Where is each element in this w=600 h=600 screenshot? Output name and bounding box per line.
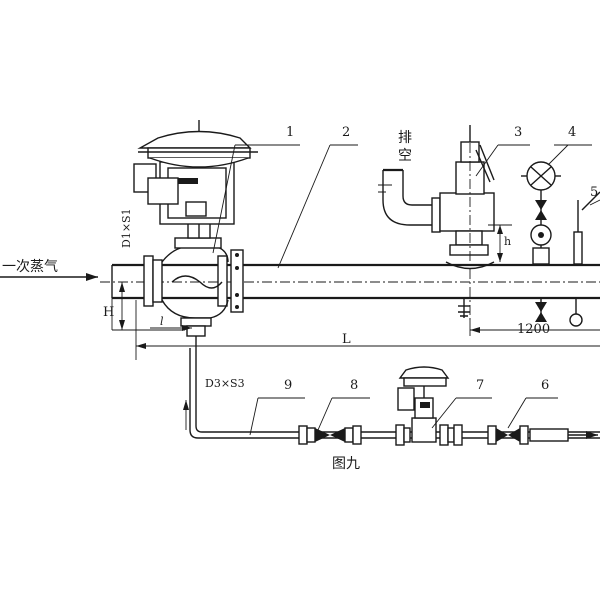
valve-6 bbox=[487, 425, 598, 445]
dim-H-lines bbox=[111, 282, 185, 331]
dim-L: L bbox=[342, 332, 351, 347]
part-number-7: 7 bbox=[476, 378, 484, 393]
fittings-branch bbox=[395, 424, 463, 446]
dim-l: l bbox=[160, 315, 164, 328]
inlet-arrow bbox=[0, 273, 98, 281]
part-number-9: 9 bbox=[284, 378, 292, 393]
inlet-label: 一次蒸气 bbox=[2, 259, 58, 275]
dim-d3s3: D3×S3 bbox=[205, 377, 245, 390]
thermometer-5 bbox=[569, 191, 600, 327]
part-number-2: 2 bbox=[342, 125, 350, 140]
exhaust-label-1: 排 bbox=[398, 130, 412, 146]
part-number-5: 5 bbox=[590, 185, 598, 200]
exhaust-label-2: 空 bbox=[398, 148, 412, 164]
safety-valve-3 bbox=[439, 125, 495, 320]
dim-h-lines bbox=[488, 224, 512, 262]
valve-8 bbox=[298, 425, 362, 445]
dim-h: h bbox=[504, 235, 511, 248]
part-number-6: 6 bbox=[541, 378, 549, 393]
dim-1200: 1200 bbox=[517, 322, 550, 337]
control-valve-7 bbox=[397, 366, 450, 443]
exhaust-pipe bbox=[378, 168, 441, 233]
dim-d1s1: D1×S1 bbox=[120, 208, 133, 248]
part-number-8: 8 bbox=[350, 378, 358, 393]
branch-pipe-9 bbox=[183, 348, 600, 439]
drain-mark bbox=[458, 298, 470, 318]
dim-H: H bbox=[103, 305, 114, 320]
part-number-1: 1 bbox=[286, 125, 294, 140]
part-number-3: 3 bbox=[514, 125, 522, 140]
main-pipe bbox=[100, 249, 600, 313]
pressure-gauge-4 bbox=[521, 161, 561, 322]
leader-lines bbox=[212, 144, 600, 436]
dim-L-lines bbox=[135, 300, 600, 360]
part-number-4: 4 bbox=[568, 125, 576, 140]
figure-caption: 图九 bbox=[332, 456, 360, 472]
dim-l-lines bbox=[150, 325, 192, 331]
control-valve-1 bbox=[133, 120, 258, 348]
dim-1200-lines bbox=[469, 318, 600, 336]
